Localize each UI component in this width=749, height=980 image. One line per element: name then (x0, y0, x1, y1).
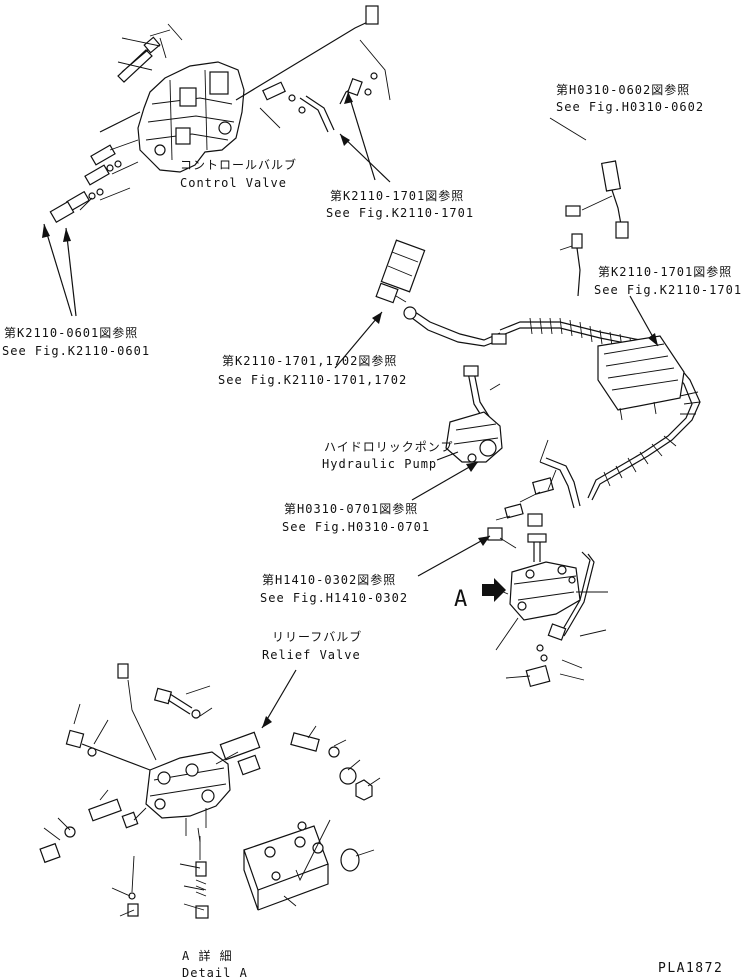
relief-valve-leader (261, 669, 297, 729)
ref-h0310-0602-ja: 第H0310-0602図参照 (556, 82, 690, 97)
drawing-code: PLA1872 (658, 961, 723, 976)
control-valve-assembly (49, 5, 391, 224)
relief-valve-block-installed (493, 533, 608, 688)
relief-valve-en-label: Relief Valve (262, 648, 361, 662)
ref-k2110-1701-1702-ja: 第K2110-1701,1702図参照 (222, 353, 397, 368)
ref-h0310-0701-ja: 第H0310-0701図参照 (284, 501, 418, 516)
ref-k2110-1701-1702-en: See Fig.K2110-1701,1702 (218, 373, 407, 387)
hydraulic-pump-ja-label: ハイドロリックポンプ (324, 440, 453, 454)
detail-a-en-label: Detail A (182, 966, 248, 980)
label-leaders (334, 117, 659, 577)
ref-h0310-0602-en: See Fig.H0310-0602 (556, 100, 704, 114)
ref-k2110-1701-top-en: See Fig.K2110-1701 (326, 206, 474, 220)
ref-k2110-1701-right-en: See Fig.K2110-1701 (594, 283, 742, 297)
ref-k2110-0601-ja: 第K2110-0601図参照 (4, 325, 138, 340)
relief-valve-ja-label: リリーフバルブ (272, 629, 362, 644)
detail-a-ja-label: A 詳 細 (182, 948, 233, 963)
leader-arrows-k2110-0601 (42, 223, 77, 317)
wiring-harness (375, 160, 701, 549)
detail-a-assembly (39, 663, 381, 919)
ref-h0310-0701-en: See Fig.H0310-0701 (282, 520, 430, 534)
detail-a-marker (482, 578, 506, 602)
hydraulic-pump-en-label: Hydraulic Pump (322, 457, 437, 471)
leader-arrows-k2110-1701-top (339, 91, 391, 183)
control-valve-en-label: Control Valve (180, 176, 287, 190)
ref-h1410-0302-en: See Fig.H1410-0302 (260, 591, 408, 605)
detail-a-callout-letter: A (454, 587, 467, 612)
control-valve-ja-label: コントロールバルブ (180, 157, 297, 172)
ref-k2110-0601-en: See Fig.K2110-0601 (2, 344, 150, 358)
ref-k2110-1701-top-ja: 第K2110-1701図参照 (330, 188, 464, 203)
ref-h1410-0302-ja: 第H1410-0302図参照 (262, 572, 396, 587)
ref-k2110-1701-right-ja: 第K2110-1701図参照 (598, 264, 732, 279)
